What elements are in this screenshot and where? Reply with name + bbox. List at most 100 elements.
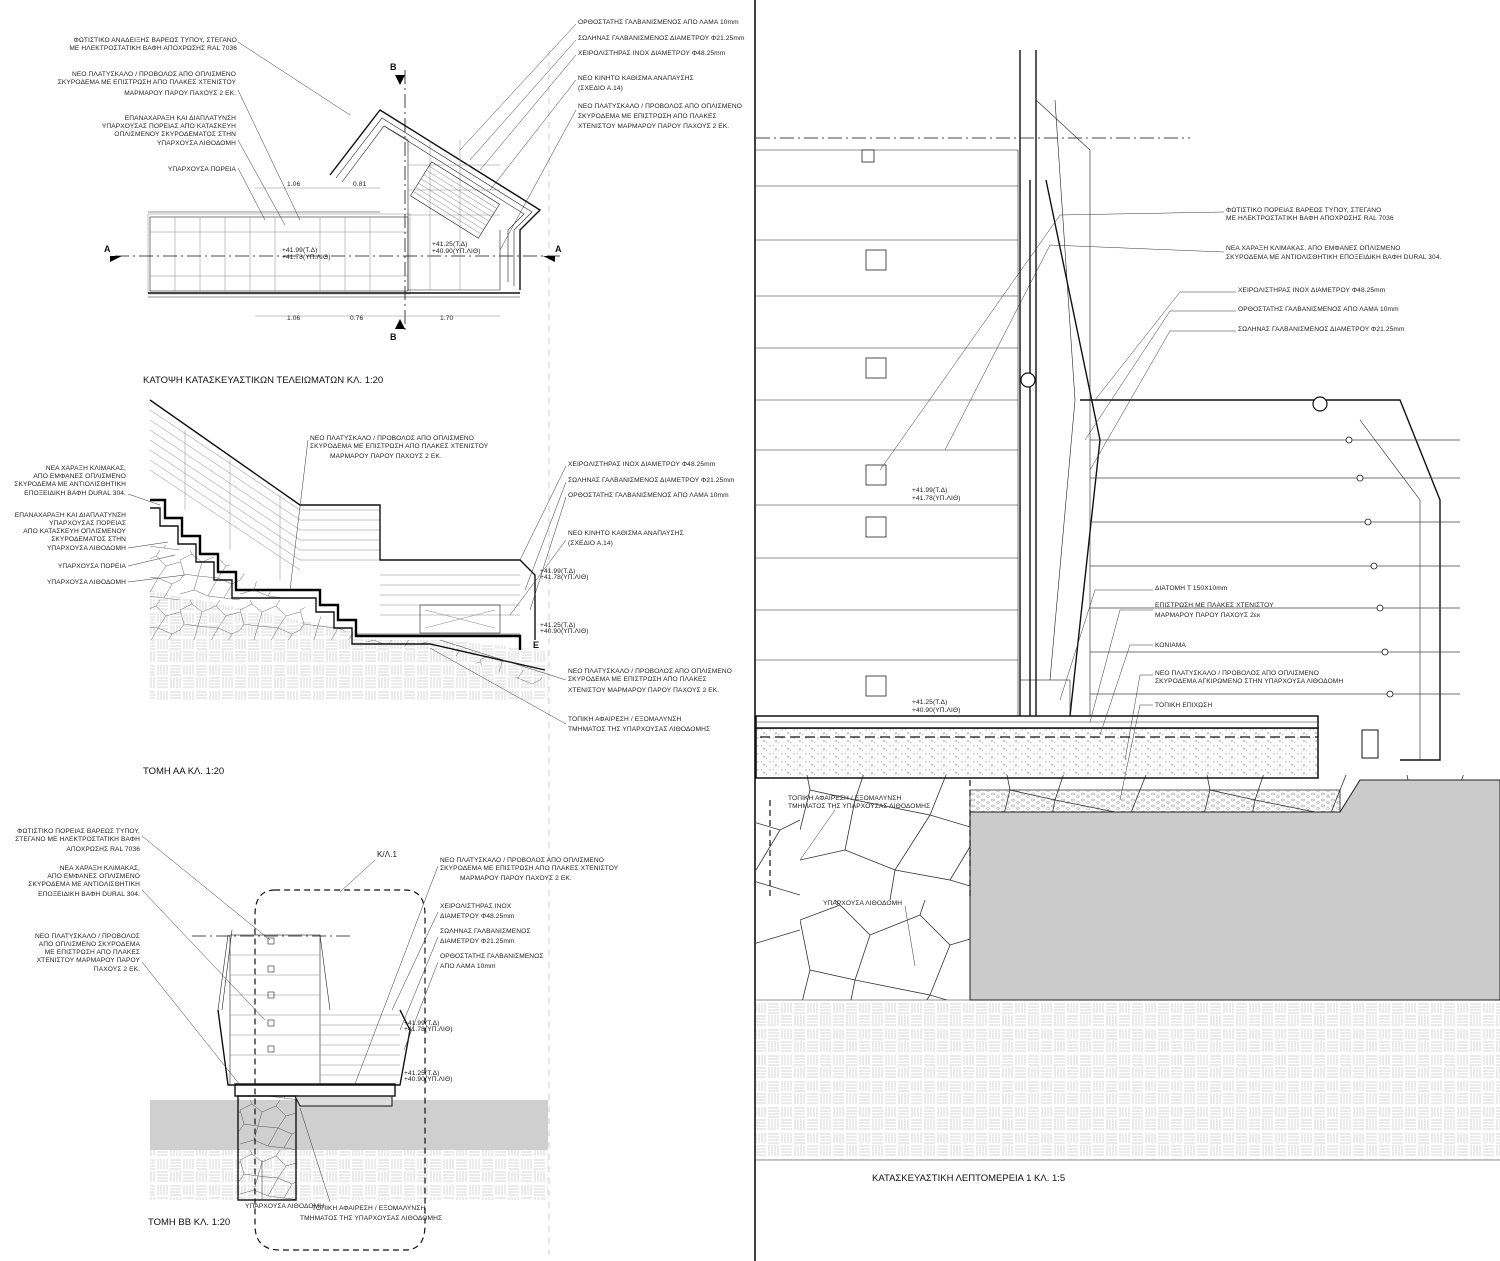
level-label: +41.99(Τ.Δ) <box>912 487 947 494</box>
level-label: +41.99(Τ.Δ) <box>282 247 317 254</box>
section-label: ΣΚΥΡΟΔΕΜΑΤΟΣ ΣΤΗΝ <box>51 536 126 543</box>
detail-label: ΚΟΝΙΑΜΑ <box>1155 642 1186 649</box>
plan-label: ΕΠΑΝΑΧΑΡΑΞΗ ΚΑΙ ΔΙΑΠΛΑΤΥΝΣΗ <box>125 115 236 122</box>
section-label: (ΣΧΕΔΙΟ Α.14) <box>568 540 613 547</box>
dim-bottom-2: 0.76 <box>350 315 363 322</box>
section-mark-a-left: A <box>104 244 111 254</box>
plan-label: ΧΕΙΡΟΛΙΣΤΗΡΑΣ ΙΝΟΧ ΔΙΑΜΕΤΡΟΥ Φ48.25mm <box>578 50 726 57</box>
section-aa-labels-bottom: ΝΕΟ ΠΛΑΤΥΣΚΑΛΟ / ΠΡΟΒΟΛΟΣ ΑΠΟ ΟΠΛΙΣΜΕΝΟ … <box>429 639 732 733</box>
level-label: +40.90(ΥΠ.ΛΙΘ) <box>540 628 589 635</box>
detail-label: ΝΕΑ ΧΑΡΑΞΗ ΚΛΙΜΑΚΑΣ, ΑΠΟ ΕΜΦΑΝΕΣ ΟΠΛΙΣΜΕ… <box>1226 245 1400 252</box>
plan-label: ΣΩΛΗΝΑΣ ΓΑΛΒΑΝΙΣΜΕΝΟΣ ΔΙΑΜΕΤΡΟΥ Φ21.25mm <box>578 35 745 42</box>
section-label: ΕΠΟΞΕΙΔΙΚΗ ΒΑΦΗ DURAL 304. <box>24 490 126 497</box>
section-label: ΤΜΗΜΑΤΟΣ ΤΗΣ ΥΠΑΡΧΟΥΣΑΣ ΛΙΘΟΔΟΜΗΣ <box>300 1215 442 1222</box>
dim-bottom-3: 1.70 <box>440 315 453 322</box>
level-label: +41.25(Τ.Δ) <box>404 1070 439 1077</box>
plan-drawing <box>115 70 560 330</box>
section-label: ΥΠΑΡΧΟΥΣΑ ΠΟΡΕΙΑ <box>58 563 127 570</box>
dim-top-1: 1.06 <box>287 181 300 188</box>
level-label: +41.99(Τ.Δ) <box>404 1020 439 1027</box>
section-label: ΥΠΑΡΧΟΥΣΑ ΛΙΘΟΔΟΜΗ <box>245 1203 324 1210</box>
section-label: ΝΕΟ ΠΛΑΤΥΣΚΑΛΟ / ΠΡΟΒΟΛΟΣ ΑΠΟ ΟΠΛΙΣΜΕΝΟ <box>568 668 732 675</box>
section-label: ΝΕΟ ΠΛΑΤΥΣΚΑΛΟ / ΠΡΟΒΟΛΟΣ ΑΠΟ ΟΠΛΙΣΜΕΝΟ <box>310 435 474 442</box>
level-label: +41.25(Τ.Δ) <box>432 241 467 248</box>
section-label: ΥΠΑΡΧΟΥΣΑ ΛΙΘΟΔΟΜΗ <box>47 579 126 586</box>
section-label: ΦΩΤΙΣΤΙΚΟ ΠΟΡΕΙΑΣ ΒΑΡΕΩΣ ΤΥΠΟΥ, <box>17 828 140 835</box>
dim-bottom-1: 1.06 <box>287 315 300 322</box>
section-label: ΧΤΕΝΙΣΤΟΥ ΜΑΡΜΑΡΟΥ ΠΑΡΟΥ ΠΑΧΟΥΣ 2 ΕΚ. <box>568 687 719 694</box>
section-aa-title: ΤΟΜΗ ΑΑ ΚΛ. 1:20 <box>143 766 224 777</box>
section-label: ΣΚΥΡΟΔΕΜΑ ΜΕ ΕΠΙΣΤΡΩΣΗ ΑΠΟ ΠΛΑΚΕΣ ΧΤΕΝΙΣ… <box>440 865 619 872</box>
detail-label: ΝΕΟ ΠΛΑΤΥΣΚΑΛΟ / ΠΡΟΒΟΛΟΣ ΑΠΟ ΟΠΛΙΣΜΕΝΟ <box>1155 670 1319 677</box>
section-label: ΧΕΙΡΟΛΙΣΤΗΡΑΣ ΙΝΟΧ ΔΙΑΜΕΤΡΟΥ Φ48.25mm <box>568 461 716 468</box>
section-aa-labels-left: ΝΕΑ ΧΑΡΑΞΗ ΚΛΙΜΑΚΑΣ, ΑΠΟ ΕΜΦΑΝΕΣ ΟΠΛΙΣΜΕ… <box>14 465 186 586</box>
plan-label: ΜΕ ΗΛΕΚΤΡΟΣΤΑΤΙΚΗ ΒΑΦΗ ΑΠΟΧΡΩΣΗΣ RAL 703… <box>69 45 237 52</box>
section-aa-labels-right: ΧΕΙΡΟΛΙΣΤΗΡΑΣ ΙΝΟΧ ΔΙΑΜΕΤΡΟΥ Φ48.25mm ΣΩ… <box>509 461 735 616</box>
plan-label: ΝΕΟ ΠΛΑΤΥΣΚΑΛΟ / ΠΡΟΒΟΛΟΣ ΑΠΟ ΟΠΛΙΣΜΕΝΟ <box>72 71 236 78</box>
section-label: ΜΑΡΜΑΡΟΥ ΠΑΡΟΥ ΠΑΧΟΥΣ 2 ΕΚ. <box>330 453 442 460</box>
section-label: ΥΠΑΡΧΟΥΣΑΣ ΠΟΡΕΙΑΣ <box>49 520 126 527</box>
plan-label: ΥΠΑΡΧΟΥΣΑ ΛΙΘΟΔΟΜΗ <box>157 140 236 147</box>
level-label: +41.25(Τ.Δ) <box>540 622 575 629</box>
detail-label: ΣΚΥΡΟΔΕΜΑ ΑΓΚΙΡΩΜΕΝΟ ΣΤΗΝ ΥΠΑΡΧΟΥΣΑ ΛΙΘΟ… <box>1155 678 1343 685</box>
section-label: ΜΕ ΕΠΙΣΤΡΩΣΗ ΑΠΟ ΠΛΑΚΕΣ <box>45 949 140 956</box>
section-aa-mark: E <box>533 640 539 650</box>
section-label: ΑΠΟ ΕΜΦΑΝΕΣ ΟΠΛΙΣΜΕΝΟ <box>47 873 140 880</box>
section-label: ΣΚΥΡΟΔΕΜΑ ΜΕ ΑΝΤΙΟΛΙΣΘΗΤΙΚΗ <box>14 481 126 488</box>
plan-label: ΥΠΑΡΧΟΥΣΑ ΠΟΡΕΙΑ <box>168 166 237 173</box>
section-label: ΧΤΕΝΙΣΤΟΥ ΜΑΡΜΑΡΟΥ ΠΑΡΟΥ <box>37 957 141 964</box>
level-label: +40.90(ΥΠ.ΛΙΘ) <box>912 707 961 714</box>
section-label: ΔΙΑΜΕΤΡΟΥ Φ48.25mm <box>440 913 515 920</box>
section-label: ΔΙΑΜΕΤΡΟΥ Φ21.25mm <box>440 938 515 945</box>
detail-label: ΤΜΗΜΑΤΟΣ ΤΗΣ ΥΠΑΡΧΟΥΣΑΣ ΛΙΘΟΔΟΜΗΣ <box>788 803 930 810</box>
plan-label: ΧΤΕΝΙΣΤΟΥ ΜΑΡΜΑΡΟΥ ΠΑΡΟΥ ΠΑΧΟΥΣ 2 ΕΚ. <box>578 123 729 130</box>
level-label: +41.25(Τ.Δ) <box>912 699 947 706</box>
detail-drawing: +41.99(Τ.Δ) +41.78(ΥΠ.ΛΙΘ) +41.25(Τ.Δ) +… <box>755 50 1500 1161</box>
section-bb-labels-right: ΝΕΟ ΠΛΑΤΥΣΚΑΛΟ / ΠΡΟΒΟΛΟΣ ΑΠΟ ΟΠΛΙΣΜΕΝΟ … <box>354 857 619 1085</box>
detail-title: ΚΑΤΑΣΚΕΥΑΣΤΙΚΗ ΛΕΠΤΟΜΕΡΕΙΑ 1 ΚΛ. 1:5 <box>872 1173 1065 1184</box>
section-bb-title: ΤΟΜΗ ΒΒ ΚΛ. 1:20 <box>148 1217 230 1228</box>
section-label: ΧΕΙΡΟΛΙΣΤΗΡΑΣ ΙΝΟΧ <box>440 903 512 910</box>
section-label: ΑΠΟΧΡΩΣΗΣ RAL 7036 <box>66 846 140 853</box>
level-label: +41.78(ΥΠ.ΛΙΘ) <box>282 254 331 261</box>
section-label: ΣΤΕΓΑΝΟ ΜΕ ΗΛΕΚΤΡΟΣΤΑΤΙΚΗ ΒΑΦΗ <box>15 836 140 843</box>
level-label: +41.78(ΥΠ.ΛΙΘ) <box>404 1026 453 1033</box>
plan-label: ΝΕΟ ΚΙΝΗΤΟ ΚΑΘΙΣΜΑ ΑΝΑΠΑΥΣΗΣ <box>578 75 694 82</box>
section-mark-a-right: A <box>555 244 562 254</box>
section-label: ΑΠΟ ΕΜΦΑΝΕΣ ΟΠΛΙΣΜΕΝΟ <box>33 473 126 480</box>
detail-label: ΤΟΠΙΚΗ ΑΦΑΙΡΕΣΗ / ΕΞΟΜΑΛΥΝΣΗ <box>788 795 901 802</box>
section-label: ΠΑΧΟΥΣ 2 ΕΚ. <box>94 966 140 973</box>
plan-label: ΟΡΘΟΣΤΑΤΗΣ ΓΑΛΒΑΝΙΣΜΕΝΟΣ ΑΠΟ ΛΑΜΑ 10mm <box>578 19 739 26</box>
detail-label: ΣΚΥΡΟΔΕΜΑ ΜΕ ΑΝΤΙΟΛΙΣΘΗΤΙΚΗ ΕΠΟΞΕΙΔΙΚΗ Β… <box>1226 254 1442 261</box>
detail-label: ΜΑΡΜΑΡΟΥ ΠΑΡΟΥ ΠΑΧΟΥΣ 2εκ <box>1155 612 1261 619</box>
section-label: ΣΚΥΡΟΔΕΜΑ ΜΕ ΑΝΤΙΟΛΙΣΘΗΤΙΚΗ <box>28 881 140 888</box>
section-mark-b-top: B <box>390 62 397 72</box>
level-label: +41.78(ΥΠ.ΛΙΘ) <box>540 574 589 581</box>
section-label: ΜΑΡΜΑΡΟΥ ΠΑΡΟΥ ΠΑΧΟΥΣ 2 ΕΚ. <box>460 875 572 882</box>
section-label: ΤΜΗΜΑΤΟΣ ΤΗΣ ΥΠΑΡΧΟΥΣΑΣ ΛΙΘΟΔΟΜΗΣ <box>568 726 710 733</box>
section-label: ΥΠΑΡΧΟΥΣΑ ΛΙΘΟΔΟΜΗ <box>47 545 126 552</box>
section-label: ΣΩΛΗΝΑΣ ΓΑΛΒΑΝΙΣΜΕΝΟΣ <box>440 928 531 935</box>
section-label: ΕΠΟΞΕΙΔΙΚΗ ΒΑΦΗ DURAL 304. <box>38 891 140 898</box>
plan-marks: A A B B 1.06 0.81 1.06 0.76 1.70 +41.99(… <box>104 62 562 342</box>
section-bb-drawing: +41.99(Τ.Δ) +41.78(ΥΠ.ΛΙΘ) +41.25(Τ.Δ) +… <box>150 889 548 1251</box>
section-aa-labels-top: ΝΕΟ ΠΛΑΤΥΣΚΑΛΟ / ΠΡΟΒΟΛΟΣ ΑΠΟ ΟΠΛΙΣΜΕΝΟ … <box>289 435 489 591</box>
section-bb-labels-bottom: ΥΠΑΡΧΟΥΣΑ ΛΙΘΟΔΟΜΗ ΤΟΠΙΚΗ ΑΦΑΙΡΕΣΗ / ΕΞΟ… <box>245 1107 442 1222</box>
plan-label: ΣΚΥΡΟΔΕΜΑ ΜΕ ΕΠΙΣΤΡΩΣΗ ΑΠΟ ΠΛΑΚΕΣ ΧΤΕΝΙΣ… <box>58 79 237 86</box>
plan-label: ΥΠΑΡΧΟΥΣΑΣ ΠΟΡΕΙΑΣ ΑΠΟ ΚΑΤΑΣΚΕΥΗ <box>102 123 236 130</box>
detail-callout: Κ/Λ.1 <box>377 850 398 859</box>
section-label: ΟΡΘΟΣΤΑΤΗΣ ΓΑΛΒΑΝΙΣΜΕΝΟΣ ΑΠΟ ΛΑΜΑ 10mm <box>568 492 729 499</box>
detail-label: ΤΟΠΙΚΗ ΕΠΙΧΩΣΗ <box>1155 702 1212 709</box>
detail-label: ΥΠΑΡΧΟΥΣΑ ΛΙΘΟΔΟΜΗ <box>823 900 902 907</box>
detail-label: ΦΩΤΙΣΤΙΚΟ ΠΟΡΕΙΑΣ ΒΑΡΕΩΣ ΤΥΠΟΥ, ΣΤΕΓΑΝΟ <box>1226 207 1381 214</box>
detail-label: ΧΕΙΡΟΛΙΣΤΗΡΑΣ ΙΝΟΧ ΔΙΑΜΕΤΡΟΥ Φ48.25mm <box>1238 287 1386 294</box>
plan-label: (ΣΧΕΔΙΟ Α.14) <box>578 85 623 92</box>
section-label: ΝΕΟ ΚΙΝΗΤΟ ΚΑΘΙΣΜΑ ΑΝΑΠΑΥΣΗΣ <box>568 530 684 537</box>
section-bb-labels-left: ΦΩΤΙΣΤΙΚΟ ΠΟΡΕΙΑΣ ΒΑΡΕΩΣ ΤΥΠΟΥ, ΣΤΕΓΑΝΟ … <box>15 828 271 1086</box>
section-label: ΣΩΛΗΝΑΣ ΓΑΛΒΑΝΙΣΜΕΝΟΣ ΔΙΑΜΕΤΡΟΥ Φ21.25mm <box>568 477 735 484</box>
level-label: +40.90(ΥΠ.ΛΙΘ) <box>432 248 481 255</box>
plan-label: ΟΠΛΙΣΜΕΝΟΥ ΣΚΥΡΟΔΕΜΑΤΟΣ ΣΤΗΝ <box>114 131 236 138</box>
plan-label: ΣΚΥΡΟΔΕΜΑ ΜΕ ΕΠΙΣΤΡΩΣΗ ΑΠΟ ΠΛΑΚΕΣ <box>578 113 717 120</box>
section-label: ΕΠΑΝΑΧΑΡΑΞΗ ΚΑΙ ΔΙΑΠΛΑΤΥΝΣΗ <box>15 512 126 519</box>
